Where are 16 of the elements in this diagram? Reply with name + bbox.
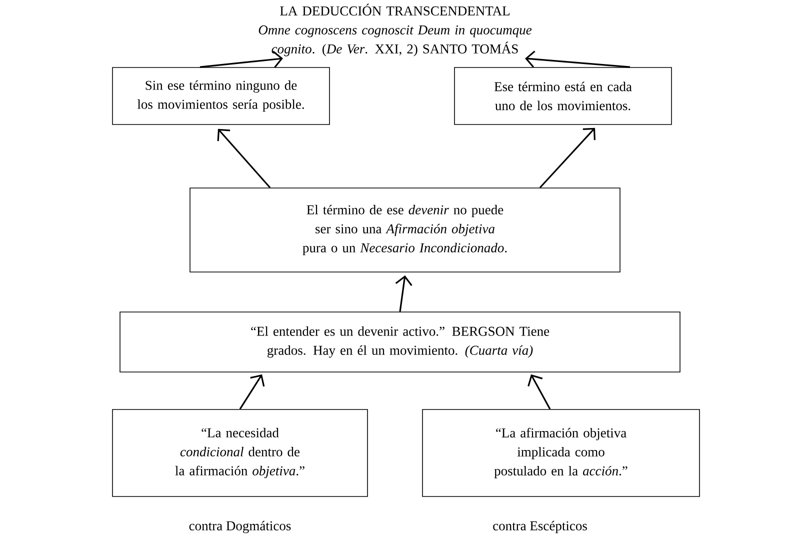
arrow [239,374,265,410]
text-box: Ese término está en cada uno de los movimientos. [454,67,672,125]
text-box: “La afirmación objetiva implicada como postulado en la acción.” [422,409,700,497]
side-caption: contra Dogmáticos [189,520,291,534]
text-box: “La necesidad condicional dentro de la afirmación objetiva.” [112,409,368,497]
text-box: El término de ese devenir no puede ser sino una Afirmación objetiva pura o un Necesario Incondicionado. [190,188,620,272]
side-caption: contra Escépticos [493,520,587,534]
arrow [217,128,271,188]
arrow [395,275,412,312]
arrow [525,50,630,68]
arrow [528,374,551,410]
text-box: “El entender es un devenir activo.” BERGSON Tiene grados. Hay en él un movimiento. (Cuarta vía) [120,312,680,372]
arrow [539,128,596,188]
text-box: Sin ese término ninguno de los movimientos sería posible. [112,67,330,125]
arrow [200,50,283,68]
heading-text: LA DEDUCCIÓN TRANSCENDENTAL Omne cognoscens cognoscit Deum in quocumque cognito. (De Ver. XXI, 2) SANTO TOMÁS [258,4,532,56]
